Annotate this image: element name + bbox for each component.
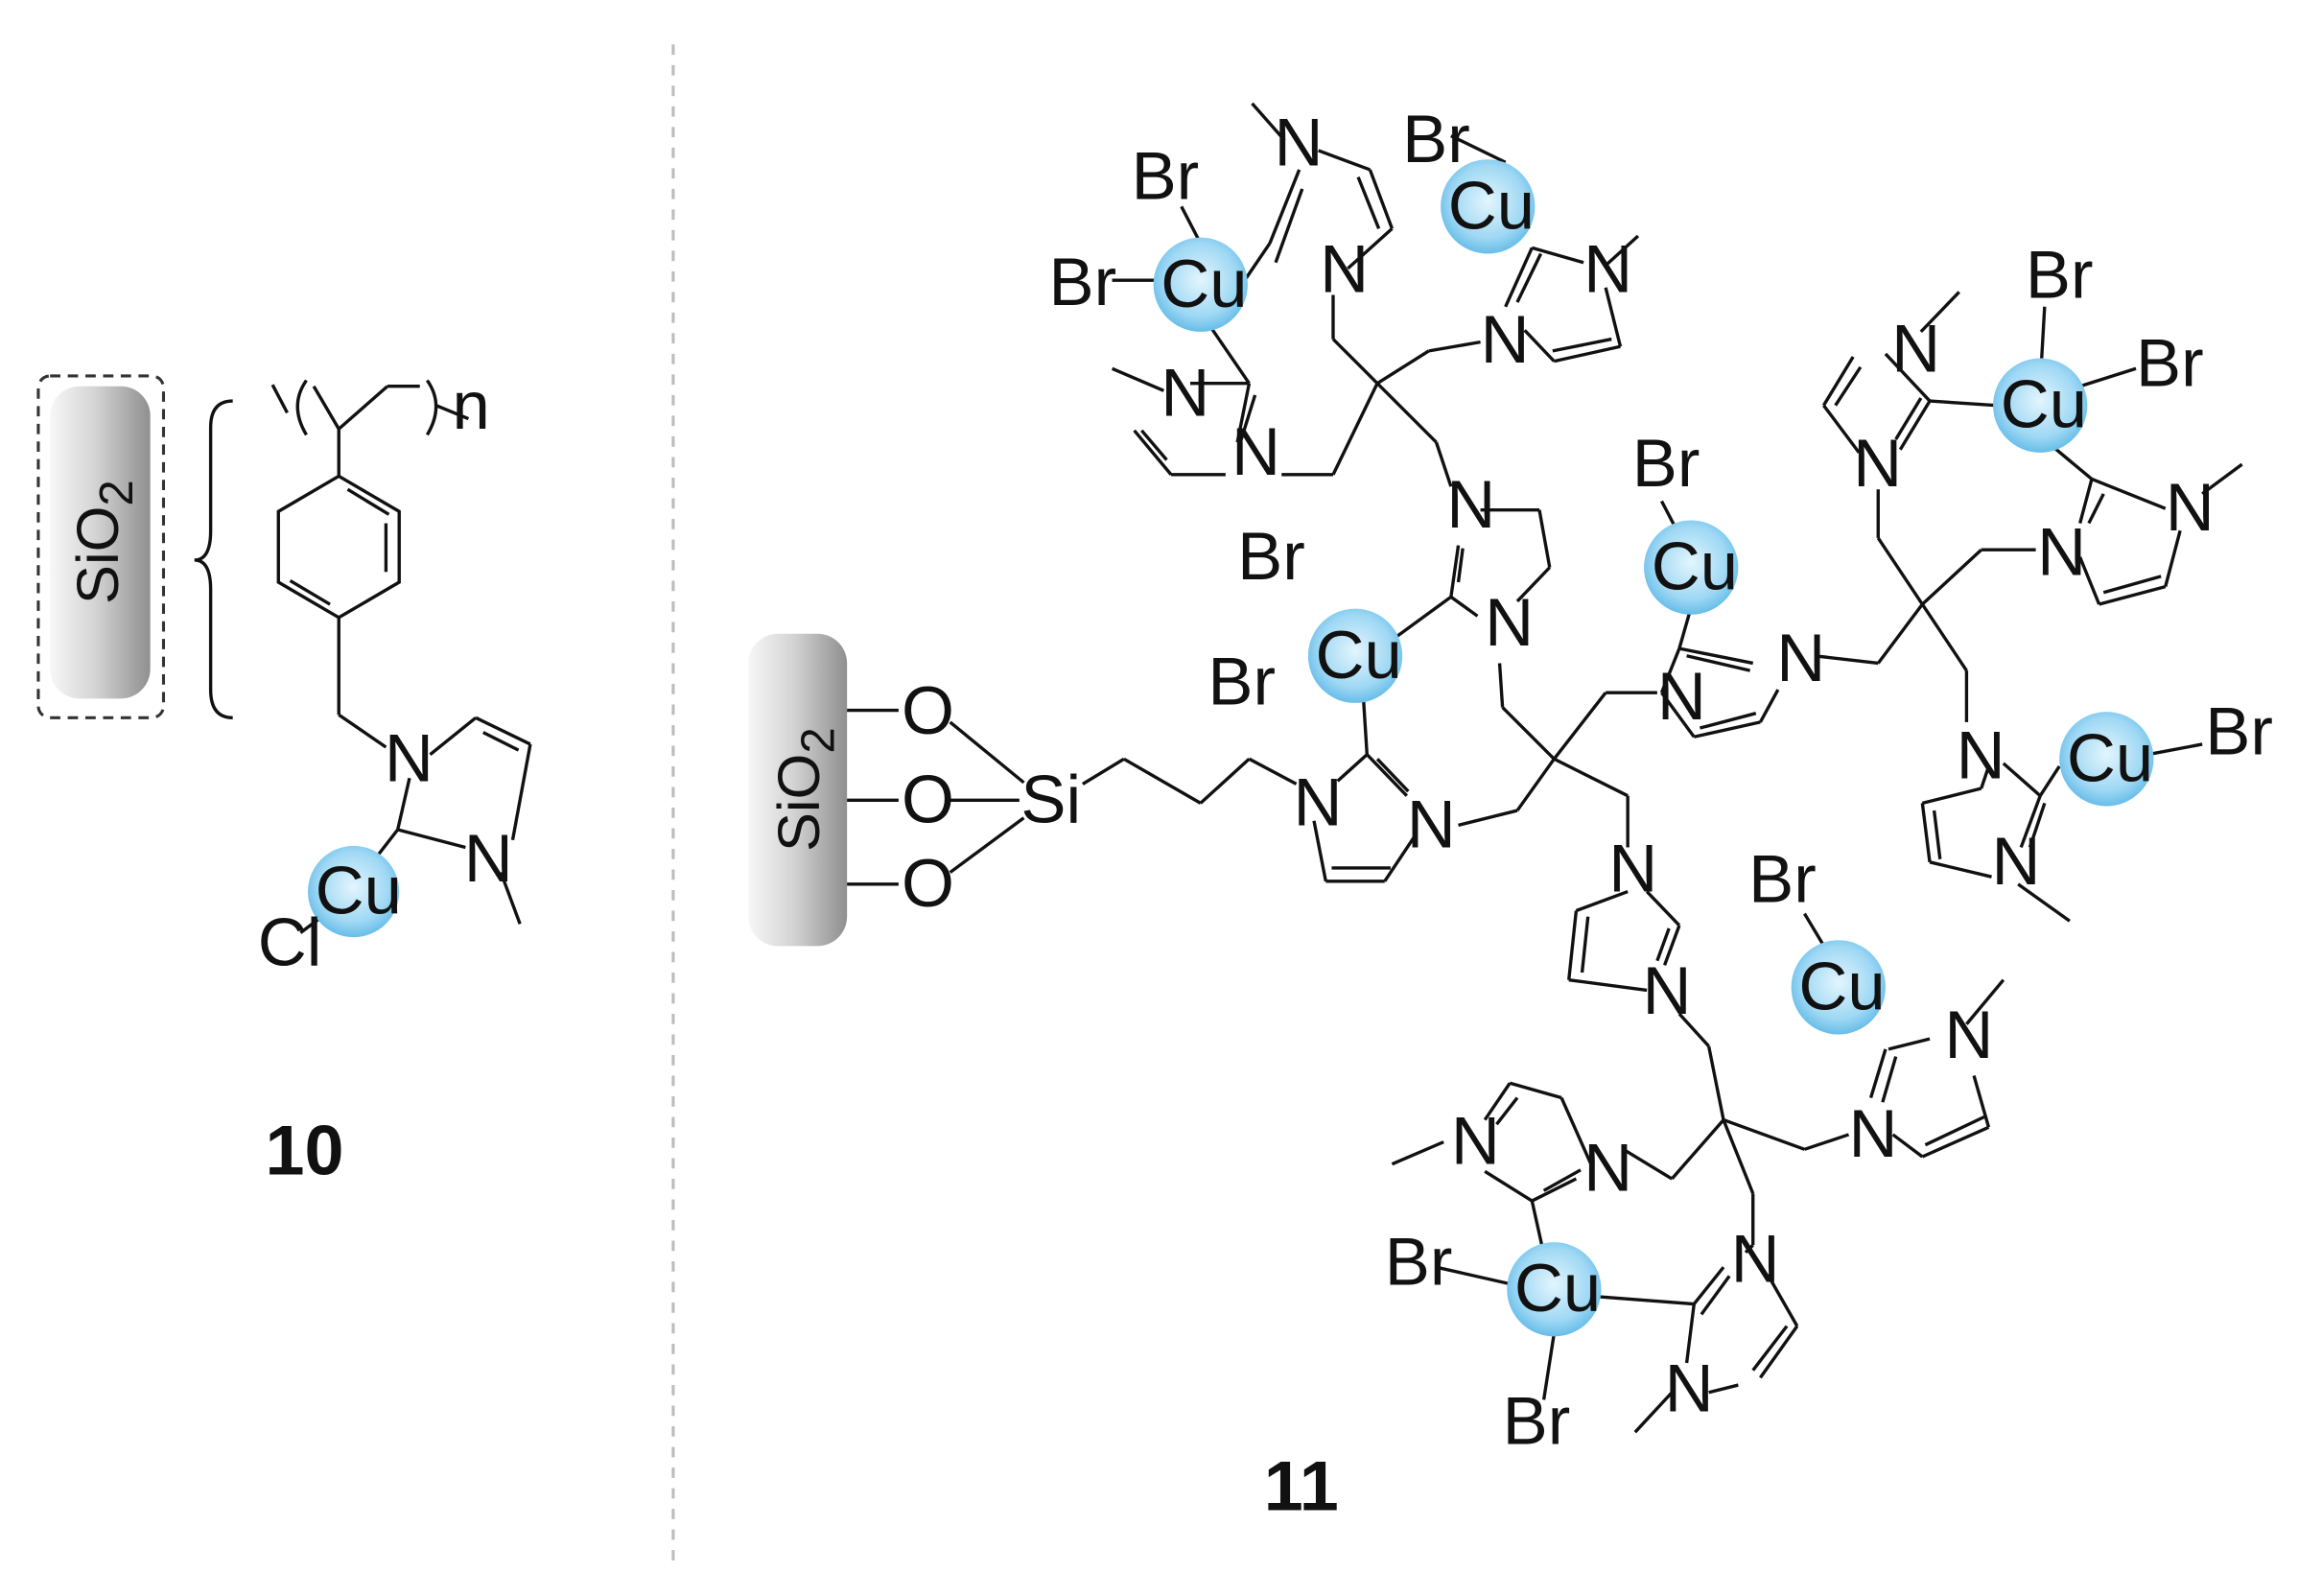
copper-highlight	[1507, 1242, 1602, 1337]
copper-highlight	[1644, 520, 1739, 615]
n-atom: N	[1891, 310, 1940, 386]
curly-brace	[194, 399, 233, 719]
copper-atom: Cu	[1316, 617, 1402, 692]
silica-support	[748, 633, 848, 947]
n-atom: N	[1665, 1350, 1714, 1426]
copper-atom: Cu	[2067, 719, 2153, 795]
bromide-atom: Br	[2136, 325, 2204, 401]
bromide-atom: Br	[2026, 237, 2094, 313]
repeat-index: n	[453, 367, 490, 443]
copper-highlight	[2059, 712, 2154, 807]
n-atom: N	[1451, 1103, 1500, 1179]
polymer-backbone	[270, 379, 532, 934]
oxygen-1: O	[902, 672, 954, 748]
n-atom: N	[2166, 469, 2215, 545]
compound-11: SiO2	[748, 101, 2273, 1526]
compound-10: SiO2	[36, 367, 532, 1189]
n-atom: N	[1849, 1095, 1898, 1171]
compound-number-10: 10	[265, 1110, 343, 1189]
copper-highlight	[1441, 159, 1536, 254]
oxygen-2: O	[902, 761, 954, 836]
copper-atom: Cu	[1652, 528, 1738, 604]
chloride-atom: Cl	[258, 904, 322, 979]
copper-highlight	[1791, 940, 1886, 1035]
bromide-atom: Br	[1402, 101, 1470, 176]
copper-highlight	[1153, 237, 1248, 332]
n-atom: N	[1446, 466, 1495, 542]
n-atom: N	[1583, 1129, 1632, 1205]
n-atom: N	[1485, 584, 1534, 660]
copper-atom: Cu	[1448, 167, 1535, 243]
n-atom: N	[1657, 658, 1706, 734]
copper-atom: Cu	[316, 853, 402, 928]
copper-highlight	[1993, 358, 2088, 453]
n-atom: N	[1320, 230, 1369, 306]
bromide-atom: Br	[1208, 643, 1276, 718]
n-atom: N	[1776, 620, 1825, 695]
copper-highlight	[1307, 608, 1403, 703]
bromide-atom: Br	[1632, 425, 1700, 501]
bromide-atom: Br	[1385, 1224, 1453, 1300]
n-atom: N	[1231, 413, 1280, 489]
n-atom: N	[1944, 997, 1993, 1072]
oxygen-3: O	[902, 845, 954, 921]
copper-atom: Cu	[1161, 246, 1247, 321]
n-atom: N	[2037, 513, 2086, 589]
n-atom: N	[1481, 301, 1530, 377]
n1-atom: N	[385, 719, 434, 795]
n-atom: N	[1583, 230, 1632, 306]
copper-highlight	[308, 845, 400, 938]
n-atom: N	[1407, 786, 1456, 861]
bromide-atom: Br	[1132, 138, 1200, 214]
n-atom: N	[1853, 425, 1902, 501]
n-atom: N	[1992, 823, 2041, 899]
silicon-atom: Si	[1020, 761, 1081, 836]
n-atom: N	[1608, 831, 1657, 906]
silica-label: SiO2	[65, 480, 143, 604]
copper-atom: Cu	[1798, 948, 1885, 1023]
bromide-atom: Br	[2205, 693, 2273, 769]
silica-particle	[50, 386, 151, 699]
n-atom: N	[1294, 763, 1343, 839]
bromide-atom: Br	[1503, 1382, 1571, 1458]
bromide-atom: Br	[1049, 244, 1117, 319]
n-atom: N	[1161, 354, 1209, 430]
bromide-atom: Br	[1237, 518, 1305, 594]
silica-support-label: SiO2	[766, 727, 844, 852]
n-atom: N	[1957, 716, 2005, 792]
n3-atom: N	[464, 820, 513, 896]
n-atom: N	[1275, 104, 1324, 179]
bromide-atom: Br	[1748, 840, 1817, 916]
copper-atom: Cu	[1514, 1250, 1601, 1326]
n-atom: N	[1643, 952, 1692, 1028]
copper-atom: Cu	[2001, 366, 2087, 442]
n-atom: N	[1731, 1221, 1780, 1297]
bond-network	[847, 102, 2243, 1434]
compound-number-11: 11	[1264, 1446, 1339, 1526]
